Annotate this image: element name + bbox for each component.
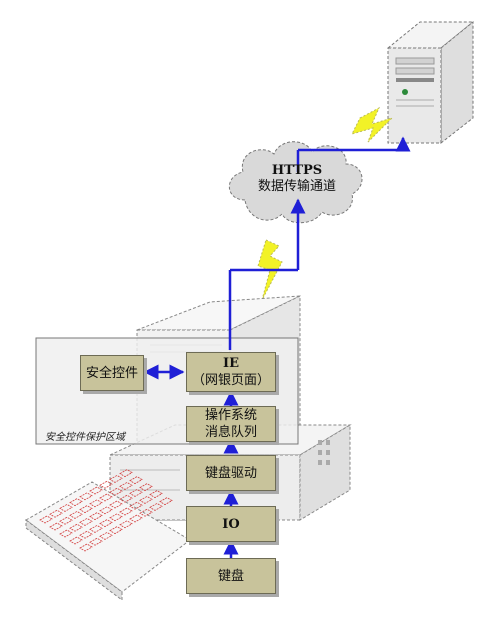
keyboard-key: [109, 513, 123, 522]
keyboard-key: [109, 500, 123, 509]
keyboard-key: [99, 480, 113, 489]
keyboard-key: [79, 517, 93, 526]
node-security-control: 安全控件: [80, 355, 144, 391]
keyboard-key: [99, 493, 113, 502]
keyboard-key: [119, 494, 133, 503]
keyboard-key: [89, 486, 103, 495]
server-icon: [386, 20, 475, 145]
keyboard-key: [109, 487, 123, 496]
keyboard-key: [89, 512, 103, 521]
keyboard-key: [89, 499, 103, 508]
keyboard-key: [129, 514, 143, 523]
node-label: 键盘驱动: [204, 465, 257, 481]
keyboard-key: [79, 530, 93, 539]
node-sublabel: 消息队列: [204, 425, 257, 440]
node-os-message-queue: 操作系统 消息队列: [186, 406, 276, 442]
keyboard-key: [129, 476, 143, 485]
keyboard-key: [39, 515, 53, 524]
security-region-label: 安全控件保护区域: [45, 432, 125, 443]
keyboard-key: [99, 506, 113, 515]
lightning-icon: [351, 106, 393, 143]
keyboard-key: [59, 516, 73, 525]
keyboard-key: [49, 509, 63, 518]
keyboard-key: [119, 481, 133, 490]
cloud-shape: [228, 141, 363, 224]
keyboard-key: [129, 501, 143, 510]
node-label: 操作系统: [204, 408, 257, 423]
node-label: IE: [223, 356, 239, 371]
node-label: IO: [222, 516, 240, 532]
keyboard-device: [25, 469, 191, 601]
node-ie: IE （网银页面）: [186, 352, 276, 392]
node-label: 键盘: [217, 568, 244, 584]
keyboard-key: [109, 474, 123, 483]
keyboard-key: [119, 469, 133, 478]
keyboard-key: [119, 520, 133, 529]
cloud-label: HTTPS 数据传输通道: [247, 163, 347, 195]
keyboard-key: [139, 508, 153, 517]
keyboard-key: [109, 526, 123, 535]
keyboard-key: [139, 495, 153, 504]
keyboard-key: [79, 543, 93, 552]
keyboard-key: [89, 524, 103, 533]
connections: [143, 136, 411, 558]
cloud-title: HTTPS: [271, 163, 323, 178]
node-io: IO: [186, 506, 276, 542]
keyboard-key: [149, 502, 163, 511]
keyboard-key: [99, 531, 113, 540]
keyboard-key: [59, 503, 73, 512]
keyboard-key: [159, 497, 173, 506]
keyboard-key: [79, 505, 93, 514]
node-keyboard: 键盘: [186, 558, 276, 594]
keyboard-key: [99, 519, 113, 528]
keyboard-key: [149, 490, 163, 499]
keyboard-key: [89, 537, 103, 546]
node-label: 安全控件: [85, 365, 138, 381]
keyboard-key: [119, 507, 133, 516]
keyboard-key: [69, 498, 83, 507]
keyboard-key: [79, 492, 93, 501]
keyboard-key: [139, 483, 153, 492]
keyboard-key: [49, 522, 63, 531]
cloud-subtitle: 数据传输通道: [257, 179, 336, 194]
keyboard-key: [59, 529, 73, 538]
node-keyboard-driver: 键盘驱动: [186, 455, 276, 491]
keyboard-key: [69, 523, 83, 532]
node-sublabel: （网银页面）: [191, 373, 270, 388]
keyboard-key: [69, 536, 83, 545]
keyboard-key: [69, 510, 83, 519]
keyboard-key: [129, 488, 143, 497]
